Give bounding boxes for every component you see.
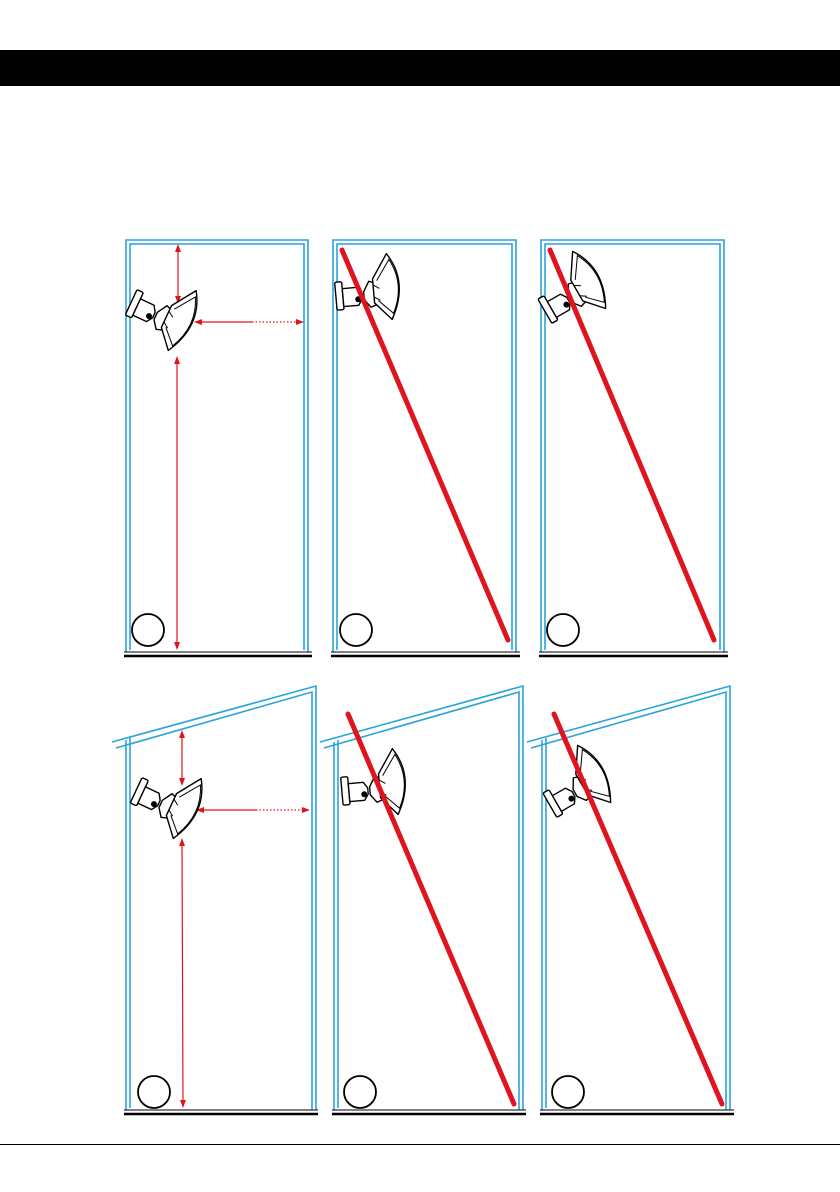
panel-top-3 <box>526 240 728 656</box>
panel-bottom-3 <box>527 686 734 1114</box>
circle-badge <box>138 1076 170 1108</box>
footer-rule <box>0 1144 840 1145</box>
circle-badge <box>340 614 372 646</box>
wall-mounted-speaker-icon <box>124 756 210 843</box>
diagonal-line <box>550 250 714 640</box>
wall-mounted-speaker-icon <box>119 268 205 355</box>
panel-bottom-2 <box>320 686 526 1114</box>
diagonal-line <box>554 714 722 1104</box>
circle-badge <box>344 1076 376 1108</box>
panel-top-2 <box>331 240 520 656</box>
panel-top-1 <box>119 240 312 656</box>
panel-bottom-1 <box>112 686 318 1114</box>
diagonal-line <box>342 250 508 640</box>
wall-mounted-speaker-icon <box>339 748 409 819</box>
diagonal-line <box>348 714 514 1104</box>
circle-badge <box>547 614 579 646</box>
circle-badge <box>132 614 164 646</box>
wall-mounted-speaker-icon <box>526 246 614 335</box>
wall-mounted-speaker-icon <box>531 740 619 829</box>
circle-badge <box>552 1076 584 1108</box>
